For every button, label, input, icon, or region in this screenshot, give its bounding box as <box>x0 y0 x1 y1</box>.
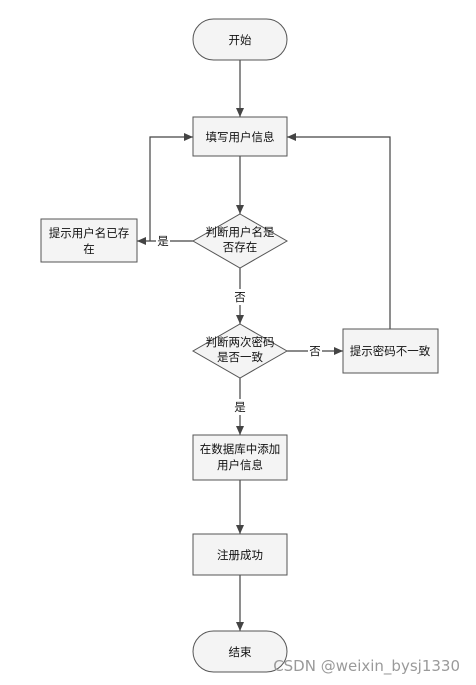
edge-label-pwd-no: 否 <box>309 344 321 358</box>
node-check-pwd-line2: 是否一致 <box>217 350 263 364</box>
node-pwd-mismatch: 提示密码不一致 <box>342 328 439 374</box>
watermark: CSDN @weixin_bysj1330 <box>273 657 460 676</box>
node-check-name-line1: 判断用户名是 <box>206 225 275 239</box>
node-name-exists-line1: 提示用户名已存 <box>49 226 130 240</box>
node-fill-info-label: 填写用户信息 <box>206 130 275 144</box>
edge-label-pwd-yes: 是 <box>234 400 246 414</box>
edge-label-name-yes: 是 <box>157 234 169 248</box>
node-save-db-line2: 用户信息 <box>217 458 263 472</box>
node-check-name-line2: 否存在 <box>223 240 258 254</box>
node-save-db-line1: 在数据库中添加 <box>200 442 281 456</box>
node-save-db: 在数据库中添加 用户信息 <box>192 434 288 481</box>
node-check-pwd: 判断两次密码 是否一致 <box>191 323 289 379</box>
node-start: 开始 <box>192 18 288 61</box>
edge-name-exists-back-to-fill <box>149 133 193 241</box>
node-check-pwd-line1: 判断两次密码 <box>206 335 275 349</box>
node-success-label: 注册成功 <box>217 548 263 562</box>
node-fill-info: 填写用户信息 <box>192 116 288 157</box>
node-name-exists-line2: 在 <box>83 242 95 256</box>
node-name-exists: 提示用户名已存 在 <box>40 218 138 263</box>
node-start-label: 开始 <box>229 33 252 47</box>
edge-pwd-mismatch-back-to-fill <box>287 133 391 329</box>
node-check-name: 判断用户名是 否存在 <box>191 213 289 269</box>
edge-label-name-no: 否 <box>234 290 246 304</box>
node-pwd-mismatch-label: 提示密码不一致 <box>350 344 431 358</box>
node-success: 注册成功 <box>192 533 288 576</box>
node-end: 结束 <box>192 630 288 673</box>
edge-labels: 是 否 否 是 <box>156 233 322 415</box>
node-end-label: 结束 <box>229 645 252 659</box>
